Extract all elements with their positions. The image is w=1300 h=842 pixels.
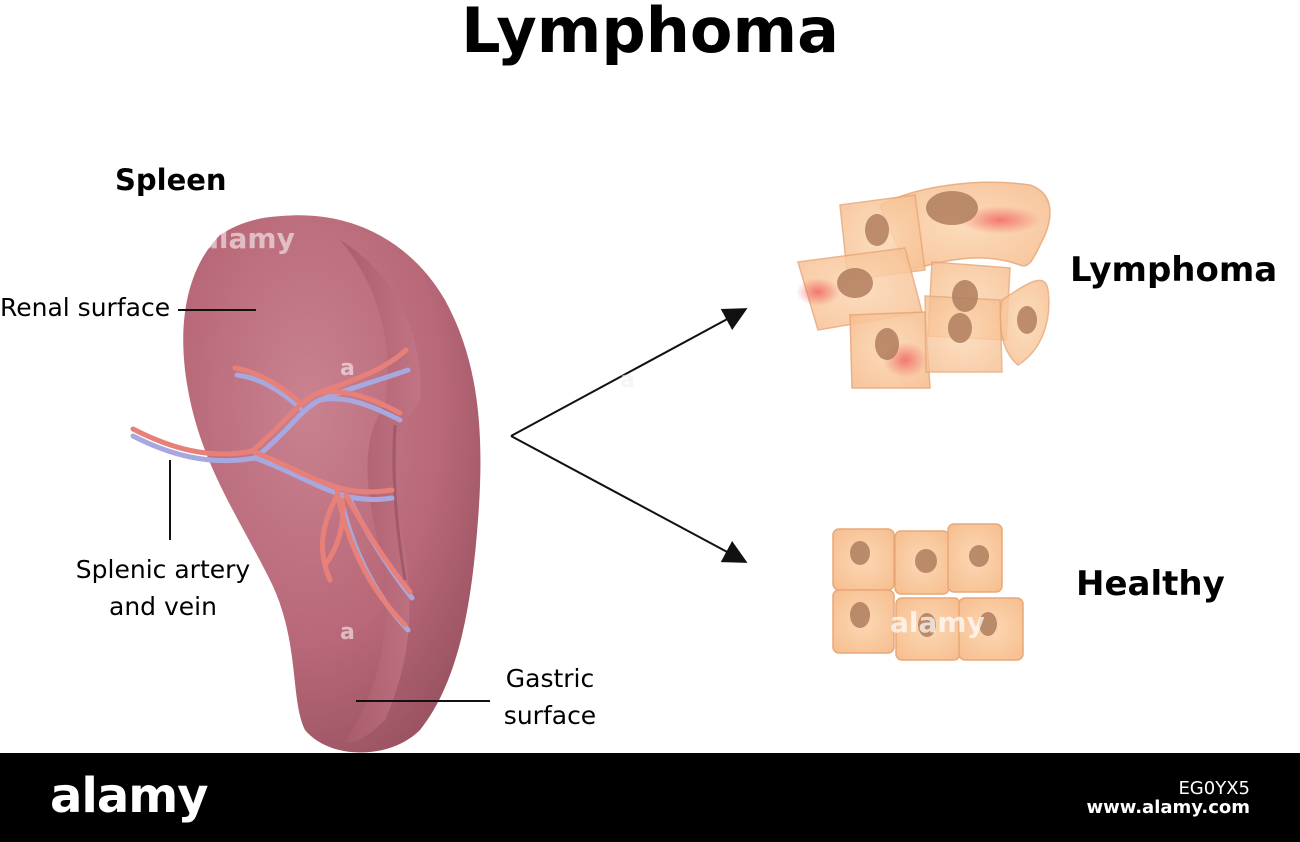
nucleus: [979, 612, 997, 636]
splenic-artery-label-line1: Splenic artery: [75, 555, 251, 584]
splenic-artery-label-line2: and vein: [109, 592, 217, 621]
splenic-vessels: [130, 347, 415, 633]
splenic-artery-label: Splenic artery and vein: [58, 551, 268, 625]
footer-bar: [0, 753, 1300, 842]
arrow-to-healthy: [510, 435, 748, 563]
nucleus: [915, 549, 937, 573]
nucleus: [952, 280, 978, 312]
nucleus: [969, 545, 989, 567]
gastric-surface-label: Gastric surface: [480, 660, 620, 734]
watermark: alamy: [890, 606, 985, 639]
watermark: a: [340, 620, 355, 645]
lymphoma-cells-label: Lymphoma: [1070, 250, 1278, 290]
page-title: Lymphoma: [461, 0, 839, 67]
nucleus: [850, 602, 870, 628]
nucleus: [875, 328, 899, 360]
leader-lines: [169, 309, 490, 702]
nucleus: [1017, 306, 1037, 334]
arrow-to-lymphoma: [510, 308, 748, 437]
site-url: www.alamy.com: [1086, 797, 1250, 818]
nucleus: [837, 268, 873, 298]
image-id: EG0YX5: [1178, 778, 1250, 799]
nucleus: [926, 191, 978, 225]
healthy-cell-cluster: [832, 523, 1024, 661]
spleen-heading: Spleen: [115, 163, 227, 197]
nucleus: [918, 613, 936, 637]
healthy-cells-label: Healthy: [1076, 564, 1225, 604]
renal-surface-label: Renal surface: [0, 293, 171, 322]
lymphoma-cell-cluster: [796, 181, 1051, 389]
watermark: alamy: [200, 222, 295, 255]
gastric-surface-label-line1: Gastric: [505, 664, 595, 693]
nucleus: [850, 541, 870, 565]
gastric-surface-label-line2: surface: [503, 701, 597, 730]
watermark: a: [620, 368, 635, 393]
nucleus: [865, 214, 889, 246]
branch-arrows: [510, 308, 748, 563]
watermark: a: [340, 356, 355, 381]
brand-logo: alamy: [50, 768, 209, 824]
nucleus: [948, 313, 972, 343]
lymphoma-diagram: [130, 181, 1051, 753]
